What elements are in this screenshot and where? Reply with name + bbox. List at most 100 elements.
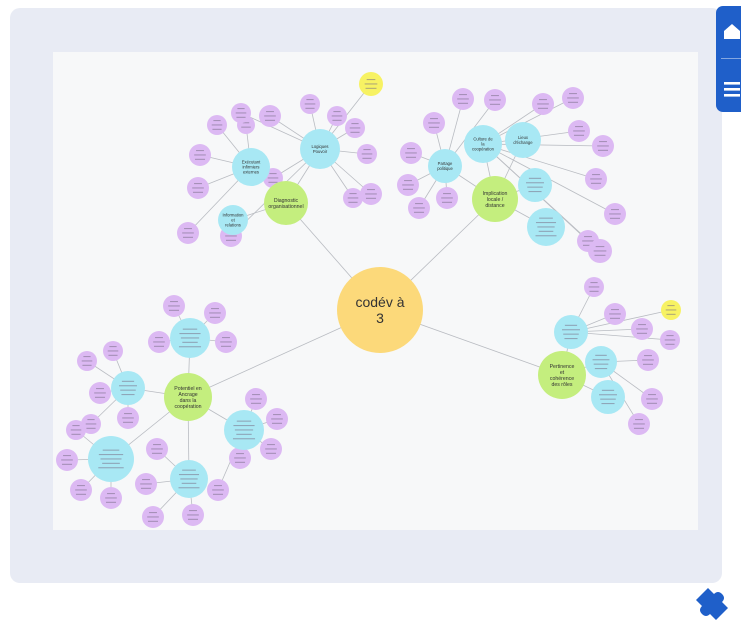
leaf-node-text	[590, 174, 602, 184]
leaf-node-text	[457, 94, 469, 104]
connector-line	[482, 143, 604, 147]
sub-node-text	[526, 177, 544, 193]
sub-node	[464, 125, 502, 163]
leaf-node-text	[94, 388, 106, 398]
branch-node	[264, 181, 308, 225]
leaf-node-text	[250, 394, 262, 404]
leaf-node-text	[593, 246, 607, 256]
leaf-node-text	[182, 228, 194, 238]
leaf-node-text	[147, 512, 159, 522]
sub-node-text	[98, 449, 124, 469]
leaf-node-text	[331, 111, 343, 121]
leaf-node-text	[220, 337, 232, 347]
leaf-node-text	[304, 99, 316, 109]
leaf-node-text	[194, 150, 206, 160]
leaf-node-text	[211, 120, 223, 130]
sub-node	[554, 315, 588, 349]
leaf-node-text	[81, 356, 93, 366]
leaf-node-text	[151, 444, 163, 454]
leaf-node-text	[361, 149, 373, 159]
side-toolbar	[716, 6, 741, 112]
home-icon[interactable]	[721, 20, 741, 42]
leaf-node-text	[646, 394, 658, 404]
leaf-node-text	[633, 419, 645, 429]
sub-node-text	[178, 328, 202, 348]
leaf-node-text	[140, 479, 152, 489]
branch-node	[472, 176, 518, 222]
leaf-node-text	[265, 444, 277, 454]
sub-node-text	[535, 217, 557, 237]
leaf-node-text	[609, 209, 621, 219]
leaf-node-text	[264, 111, 276, 121]
leaf-node-text	[107, 346, 119, 356]
leaf-node-text	[85, 419, 97, 429]
sub-node	[232, 148, 270, 186]
leaf-node-text	[75, 485, 87, 495]
leaf-node-text	[609, 309, 621, 319]
leaf-node-text	[441, 193, 453, 203]
leaf-node-text	[428, 118, 440, 128]
leaf-node-text	[105, 493, 117, 503]
sub-node	[111, 371, 145, 405]
leaf-node-text	[349, 123, 361, 133]
leaf-node-text	[241, 122, 251, 128]
leaf-node-text	[267, 173, 279, 183]
sub-node	[300, 129, 340, 169]
leaf-node-text	[234, 453, 246, 463]
leaf-node-text	[567, 93, 579, 103]
leaf-node-text	[413, 203, 425, 213]
sub-node	[585, 346, 617, 378]
leaf-node-text	[364, 79, 378, 89]
leaf-node-text	[235, 108, 247, 118]
connector-line	[482, 143, 597, 180]
sub-node-text	[562, 324, 580, 340]
leaf-node-text	[582, 236, 594, 246]
leaf-node-text	[588, 282, 600, 292]
leaf-node-text	[636, 324, 648, 334]
leaf-node-text	[573, 126, 585, 136]
leaf-node-text	[122, 413, 134, 423]
leaf-node-text	[212, 485, 224, 495]
leaf-node-text	[347, 193, 359, 203]
central-node	[337, 267, 423, 353]
puzzle-icon[interactable]	[690, 580, 738, 628]
leaf-node-text	[187, 510, 199, 520]
sub-node-text	[232, 420, 256, 440]
leaf-node-text	[365, 189, 377, 199]
leaf-node-text	[597, 141, 609, 151]
leaf-node-text	[153, 337, 165, 347]
leaf-node-text	[192, 183, 204, 193]
menu-icon[interactable]	[721, 78, 741, 100]
leaf-node-text	[402, 180, 414, 190]
leaf-node-text	[70, 425, 82, 435]
branch-node	[164, 373, 212, 421]
leaf-node-text	[489, 95, 501, 105]
leaf-node-text	[642, 355, 654, 365]
leaf-node-text	[537, 99, 549, 109]
sub-node-text	[178, 469, 200, 489]
leaf-node-text	[61, 455, 73, 465]
sub-node	[591, 380, 625, 414]
toolbar-divider	[721, 58, 741, 59]
sub-node-text	[599, 389, 617, 405]
sub-node	[428, 149, 462, 183]
leaf-node-text	[209, 308, 221, 318]
sub-node	[518, 168, 552, 202]
sub-node	[505, 122, 541, 158]
leaf-node-text	[664, 335, 676, 345]
sub-node-text	[119, 380, 137, 396]
branch-node	[538, 351, 586, 399]
